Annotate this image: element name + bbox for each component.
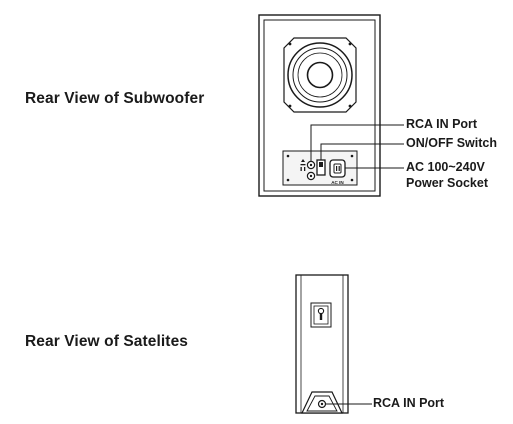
subwoofer-leader-lines [310, 124, 404, 169]
power-socket-marking: AC IN [331, 180, 344, 185]
power-socket: AC IN [329, 159, 346, 185]
on-off-switch [316, 159, 326, 176]
rca-in-port [300, 159, 316, 181]
power-socket-label-line2: Power Socket [406, 176, 488, 190]
on-off-switch-label: ON/OFF Switch [406, 136, 497, 150]
satellite-cabinet [295, 274, 349, 414]
satellites-heading: Rear View of Satelites [25, 333, 189, 350]
power-socket-label-line1: AC 100~240V [406, 160, 485, 174]
subwoofer-heading: Rear View of Subwoofer [25, 90, 205, 107]
satellite-rca-in-port-label: RCA IN Port [373, 396, 445, 410]
subwoofer-speaker-driver [283, 37, 357, 113]
satellite-wall-mount-slot [310, 302, 332, 328]
rca-in-port-label: RCA IN Port [406, 117, 478, 131]
